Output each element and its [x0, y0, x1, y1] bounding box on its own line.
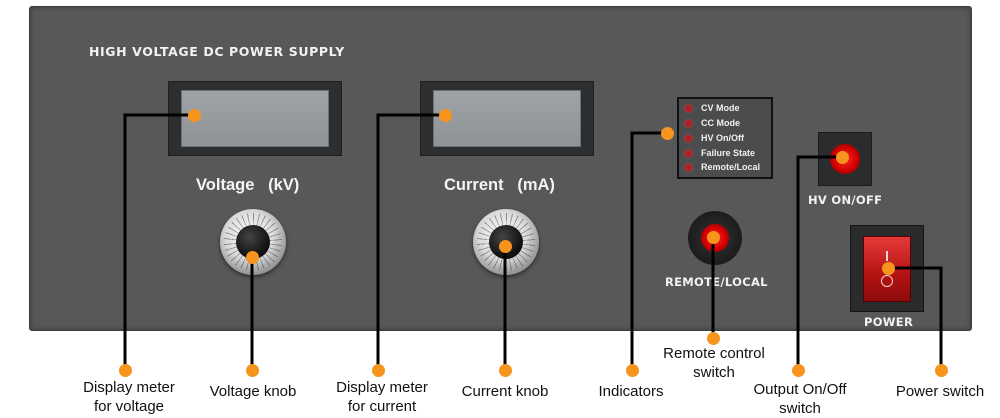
- indicator-label: Failure State: [701, 148, 756, 158]
- power-off-icon: [881, 275, 893, 287]
- callout-line: for voltage: [93, 398, 165, 415]
- callout-line: Current knob: [461, 383, 549, 400]
- leader-display-current: [376, 113, 445, 370]
- callout-dot-display-voltage: [187, 108, 201, 122]
- callout-line: Voltage knob: [209, 383, 297, 400]
- callout-dot-display-voltage-end: [118, 363, 132, 377]
- led-icon: [685, 149, 692, 157]
- callout-dot-output-switch: [835, 150, 849, 164]
- callout-display-current: Display meter for current: [322, 378, 442, 416]
- current-display-meter: [420, 81, 594, 156]
- indicator-panel: CV Mode CC Mode HV On/Off Failure State …: [677, 97, 773, 179]
- callout-line: switch: [779, 400, 821, 417]
- callout-line: Display meter: [336, 379, 428, 396]
- callout-dot-output-switch-end: [791, 363, 805, 377]
- callout-line: Power switch: [895, 383, 985, 400]
- remote-local-label: REMOTE/LOCAL: [665, 275, 768, 289]
- led-icon: [685, 119, 692, 127]
- callout-dot-current-knob-end: [498, 363, 512, 377]
- callout-dot-remote-switch: [706, 230, 720, 244]
- leader-display-voltage: [123, 113, 194, 370]
- callout-line: Output On/Off: [753, 381, 847, 398]
- callout-line: switch: [693, 364, 735, 381]
- indicator-remote-local: Remote/Local: [685, 160, 760, 174]
- current-display-screen: [433, 90, 581, 147]
- callout-remote-switch: Remote control switch: [650, 344, 778, 382]
- callout-dot-indicators-end: [625, 363, 639, 377]
- callout-line: Remote control: [663, 345, 765, 362]
- power-supply-front-panel: [29, 6, 972, 331]
- indicator-label: CV Mode: [701, 103, 740, 113]
- leader-power-switch: [888, 266, 943, 370]
- callout-dot-indicators: [660, 126, 674, 140]
- led-icon: [685, 104, 692, 112]
- indicator-label: Remote/Local: [701, 162, 761, 172]
- voltage-label: Voltage (kV): [196, 176, 300, 194]
- callout-dot-display-current-end: [371, 363, 385, 377]
- indicator-failure-state: Failure State: [685, 146, 755, 160]
- callout-indicators: Indicators: [576, 382, 686, 401]
- callout-line: for current: [347, 398, 417, 415]
- callout-dot-voltage-knob: [245, 250, 259, 264]
- callout-dot-voltage-knob-end: [245, 363, 259, 377]
- leader-indicators: [630, 131, 667, 370]
- power-label: POWER: [864, 315, 914, 329]
- callout-current-knob: Current knob: [445, 382, 565, 401]
- callout-line: Indicators: [598, 383, 664, 400]
- led-icon: [685, 163, 692, 171]
- indicator-cc-mode: CC Mode: [685, 116, 740, 130]
- indicator-label: HV On/Off: [701, 133, 744, 143]
- leader-output-switch: [796, 155, 842, 370]
- indicator-label: CC Mode: [701, 118, 740, 128]
- voltage-display-screen: [181, 90, 329, 147]
- callout-output-switch: Output On/Off switch: [740, 380, 860, 418]
- callout-power-switch: Power switch: [882, 382, 998, 401]
- callout-dot-remote-switch-end: [706, 331, 720, 345]
- callout-dot-current-knob: [498, 239, 512, 253]
- callout-dot-display-current: [438, 108, 452, 122]
- callout-line: Display meter: [83, 379, 175, 396]
- hv-label: HV ON/OFF: [808, 193, 883, 207]
- callout-dot-power-switch-end: [934, 363, 948, 377]
- panel-title: HIGH VOLTAGE DC POWER SUPPLY: [89, 44, 345, 59]
- indicator-cv-mode: CV Mode: [685, 101, 740, 115]
- indicator-hv-on-off: HV On/Off: [685, 131, 744, 145]
- callout-voltage-knob: Voltage knob: [193, 382, 313, 401]
- callout-dot-power-switch: [881, 261, 895, 275]
- led-icon: [685, 134, 692, 142]
- current-label: Current (mA): [444, 176, 555, 194]
- power-on-icon: [886, 251, 888, 261]
- callout-display-voltage: Display meter for voltage: [69, 378, 189, 416]
